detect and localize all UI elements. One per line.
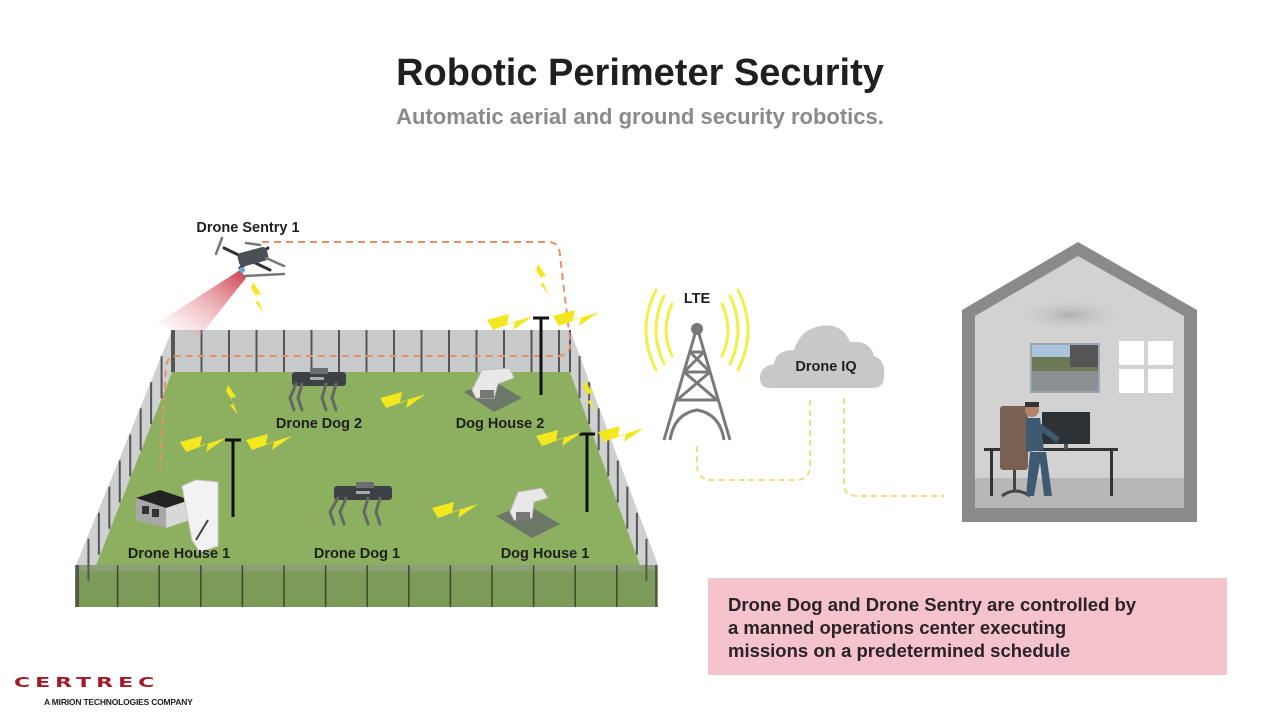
drone-sentry — [156, 236, 286, 336]
window — [1119, 341, 1173, 393]
drone-iq-cloud — [760, 325, 885, 388]
camera-beam — [156, 270, 246, 336]
device-label: Dog House 1 — [501, 546, 590, 562]
right-fence — [570, 330, 658, 565]
wall-monitor — [1030, 343, 1100, 393]
callout-line: Drone Dog and Drone Sentry are controlle… — [728, 594, 1137, 615]
back-fence — [172, 330, 570, 372]
drone-sentry-label: Drone Sentry 1 — [196, 220, 299, 236]
certrec-logo: CERTREC A MIRION TECHNOLOGIES COMPANY — [14, 675, 199, 707]
radio-waves-icon — [644, 288, 750, 372]
robot-dog-1 — [328, 482, 392, 526]
robot-dog-2 — [288, 368, 346, 412]
lte-tower — [644, 288, 750, 441]
dog-house-2 — [464, 367, 522, 412]
drone-house-1 — [136, 479, 219, 553]
lte-label: LTE — [684, 291, 711, 307]
cloud-label: Drone IQ — [795, 359, 856, 375]
grass-floor — [96, 372, 640, 565]
operations-center — [962, 242, 1197, 522]
left-fence — [76, 330, 172, 565]
callout-line: a manned operations center executing — [728, 617, 1067, 638]
device-label: Drone Dog 1 — [314, 546, 400, 562]
dog-house-1 — [496, 487, 560, 538]
callout-line: missions on a predetermined schedule — [728, 640, 1071, 661]
page-subtitle: Automatic aerial and ground security rob… — [396, 104, 884, 129]
perimeter-yard — [75, 330, 658, 607]
drone-patrol-path — [159, 241, 572, 471]
logo-wordmark: CERTREC — [14, 675, 160, 691]
device-label: Drone House 1 — [128, 546, 230, 562]
page-title: Robotic Perimeter Security — [396, 52, 884, 94]
device-label: Dog House 2 — [456, 416, 545, 432]
info-callout: Drone Dog and Drone Sentry are controlle… — [708, 578, 1227, 675]
data-links — [696, 398, 944, 497]
logo-tagline: A MIRION TECHNOLOGIES COMPANY — [44, 697, 193, 707]
antenna-posts — [225, 316, 595, 517]
device-label: Drone Dog 2 — [276, 416, 362, 432]
